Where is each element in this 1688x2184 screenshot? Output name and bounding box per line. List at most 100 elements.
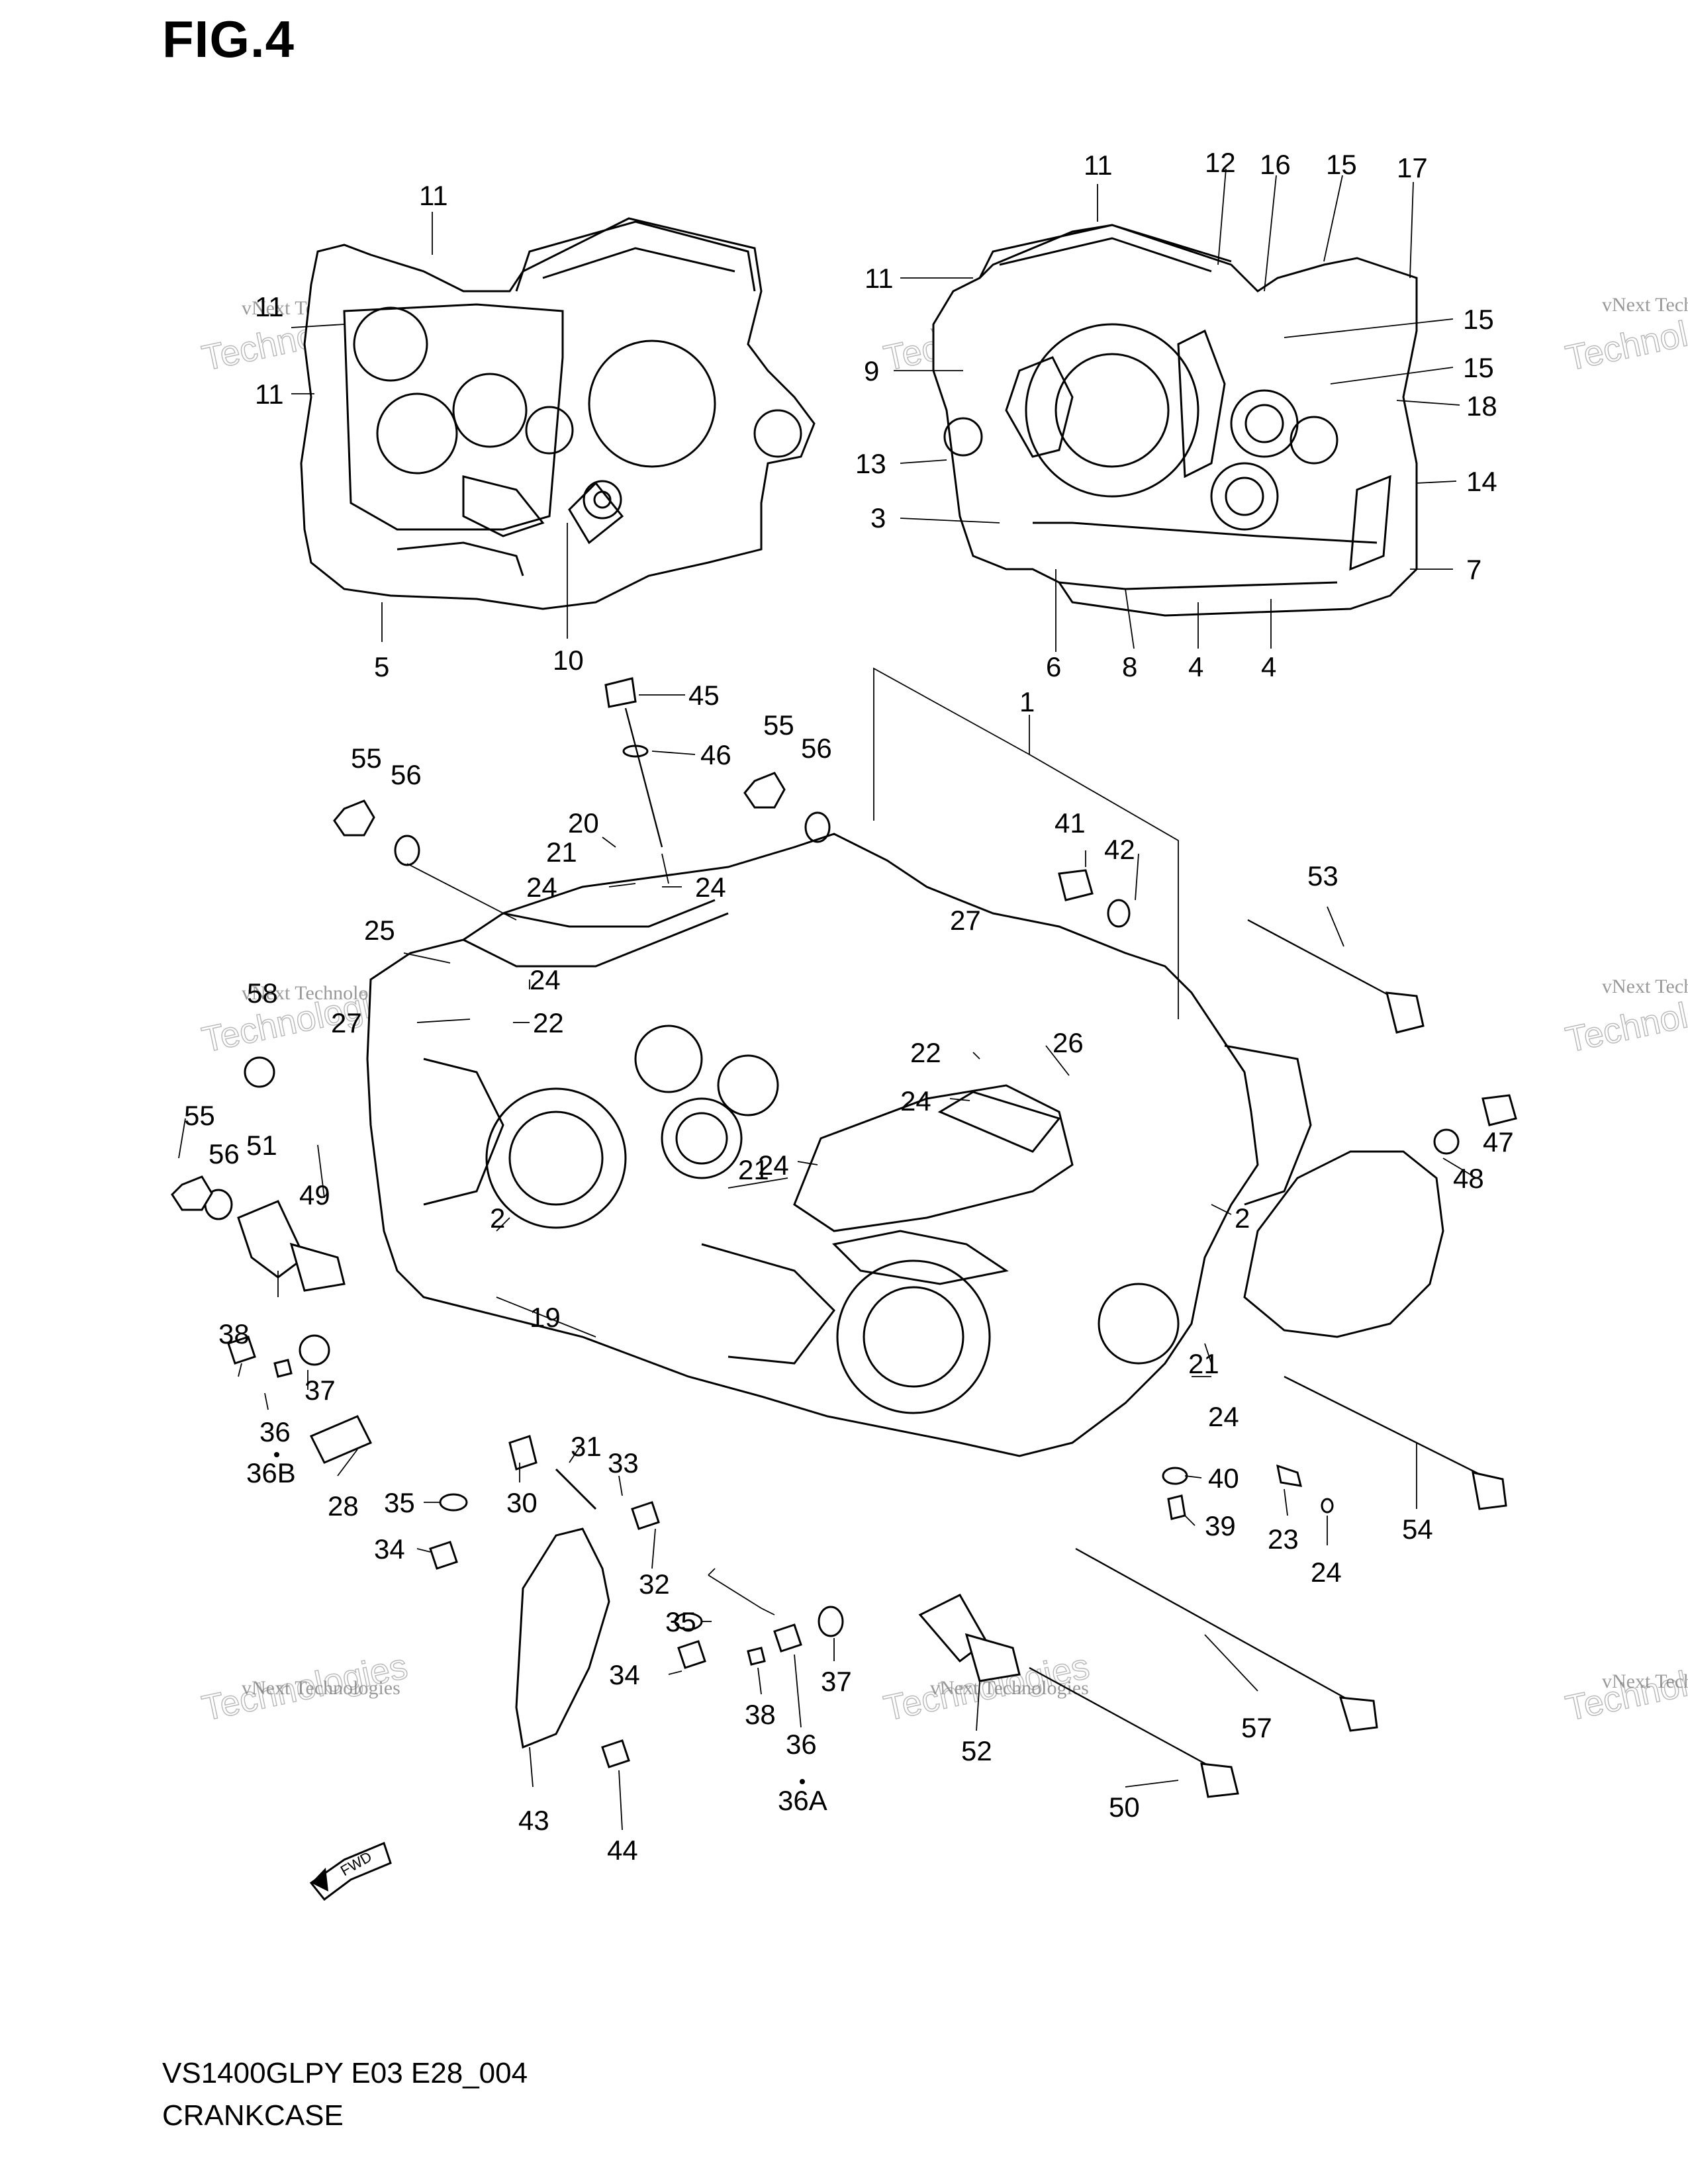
callout-label: 15: [1463, 352, 1494, 383]
crankcase-assembly: [366, 833, 1312, 1457]
callout-label: 45: [688, 680, 720, 711]
callout-label: 15: [1326, 149, 1357, 180]
callout-label: 15: [1463, 304, 1494, 335]
callout-label: 43: [518, 1805, 549, 1836]
callout-label: 44: [607, 1835, 638, 1866]
callout-label: 47: [1483, 1126, 1514, 1158]
callout-label: 36: [259, 1416, 291, 1447]
callout-label: 24: [526, 872, 557, 903]
watermark-small: vNext Technologies: [242, 1677, 400, 1699]
callout-label: 49: [299, 1179, 330, 1210]
fasteners: [171, 772, 1517, 1637]
callout-label: 27: [950, 905, 981, 936]
callout-label: 11: [255, 379, 284, 410]
callout-label: 33: [608, 1447, 639, 1479]
callout-label: 2: [490, 1203, 505, 1234]
callout-label: 24: [758, 1150, 789, 1181]
callout-label: 58: [247, 978, 278, 1009]
callout-label: 36: [786, 1729, 817, 1760]
callout-label: 24: [1311, 1557, 1342, 1588]
callout-label: 55: [184, 1100, 215, 1131]
callout-label: 36A: [778, 1785, 827, 1816]
figure-title: FIG.4: [162, 10, 295, 68]
callout-label: 4: [1188, 651, 1203, 682]
callout-label: 56: [209, 1138, 240, 1169]
callout-label: 3: [870, 502, 886, 533]
callout-label: 35: [665, 1606, 696, 1637]
callout-label: 20: [568, 807, 599, 839]
callout-label: 13: [855, 448, 886, 479]
callout-label: 51: [246, 1130, 277, 1161]
callout-label: 54: [1402, 1514, 1433, 1545]
callout-label: 52: [961, 1735, 992, 1766]
callout-label: 57: [1241, 1712, 1272, 1743]
watermark-small: vNext Technologies: [1602, 294, 1688, 316]
callout-label: 11: [865, 263, 894, 294]
crankcase-cover: [1243, 1150, 1444, 1338]
callout-label: 10: [553, 645, 584, 676]
callout-label: 37: [305, 1375, 336, 1406]
reference-dot: [274, 1452, 279, 1457]
callout-label: 42: [1104, 834, 1135, 865]
watermark-small: vNext Technologies: [1602, 976, 1688, 997]
model-code: VS1400GLPY E03 E28_004: [162, 2057, 528, 2089]
callout-label: 37: [821, 1666, 852, 1697]
callout-label: 16: [1260, 149, 1291, 180]
callout-label: 56: [391, 759, 422, 790]
callout-label: 21: [1188, 1348, 1219, 1379]
callout-label: 53: [1307, 860, 1338, 891]
fwd-arrow-icon: FWD: [309, 1841, 392, 1901]
callout-label: 35: [384, 1487, 415, 1518]
crankcase-right-half-view: [932, 224, 1418, 617]
callout-label: 34: [374, 1533, 405, 1565]
callout-label: 41: [1055, 807, 1086, 839]
callout-label: 36B: [246, 1457, 296, 1488]
callout-label: 11: [1084, 150, 1113, 181]
callout-label: 40: [1208, 1463, 1239, 1494]
callout-label: 12: [1205, 147, 1236, 178]
leader-lines: [178, 168, 1477, 1831]
crankcase-left-half-view: [300, 217, 816, 610]
callout-label: 19: [530, 1302, 561, 1333]
callout-label: 27: [331, 1007, 362, 1038]
oil-dipstick: [604, 677, 663, 848]
watermark-small: vNext Technologies: [930, 1677, 1089, 1699]
callout-label: 30: [506, 1487, 538, 1518]
callout-label: 2: [1235, 1203, 1250, 1234]
callout-label: 55: [763, 709, 794, 741]
callout-label: 48: [1453, 1163, 1484, 1194]
callout-label: 21: [738, 1154, 769, 1185]
callout-label: 22: [910, 1037, 941, 1068]
callout-label: 26: [1053, 1027, 1084, 1058]
callout-label: 11: [255, 291, 284, 322]
callout-label: 9: [864, 355, 879, 387]
callout-label: 8: [1122, 651, 1137, 682]
callout-label: 4: [1261, 651, 1276, 682]
callout-label: 38: [745, 1699, 776, 1730]
callout-label: 5: [374, 651, 389, 682]
long-bolts: [1029, 919, 1507, 1798]
callout-label: 11: [419, 180, 448, 211]
callout-label: 23: [1268, 1524, 1299, 1555]
callout-label: 28: [328, 1490, 359, 1522]
callout-label: 50: [1109, 1792, 1140, 1823]
watermark-small: vNext Technologies: [1602, 1670, 1688, 1692]
callout-label: 46: [700, 739, 731, 770]
diagram-name: CRANKCASE: [162, 2099, 344, 2132]
callout-label: 22: [533, 1007, 564, 1038]
callout-label: 38: [218, 1318, 250, 1349]
reference-dot: [800, 1779, 805, 1784]
callout-label: 24: [900, 1085, 931, 1116]
callout-label: 24: [695, 872, 726, 903]
callout-label: 39: [1205, 1510, 1236, 1541]
callout-label: 25: [364, 915, 395, 946]
callout-label: 21: [546, 837, 577, 868]
callout-label: 56: [801, 733, 832, 764]
callout-label: 34: [609, 1659, 640, 1690]
callout-label: 6: [1046, 651, 1061, 682]
callout-label: 24: [530, 964, 561, 995]
callout-label: 1: [1019, 686, 1035, 717]
callout-label: 14: [1466, 466, 1497, 497]
callout-label: 24: [1208, 1401, 1239, 1432]
